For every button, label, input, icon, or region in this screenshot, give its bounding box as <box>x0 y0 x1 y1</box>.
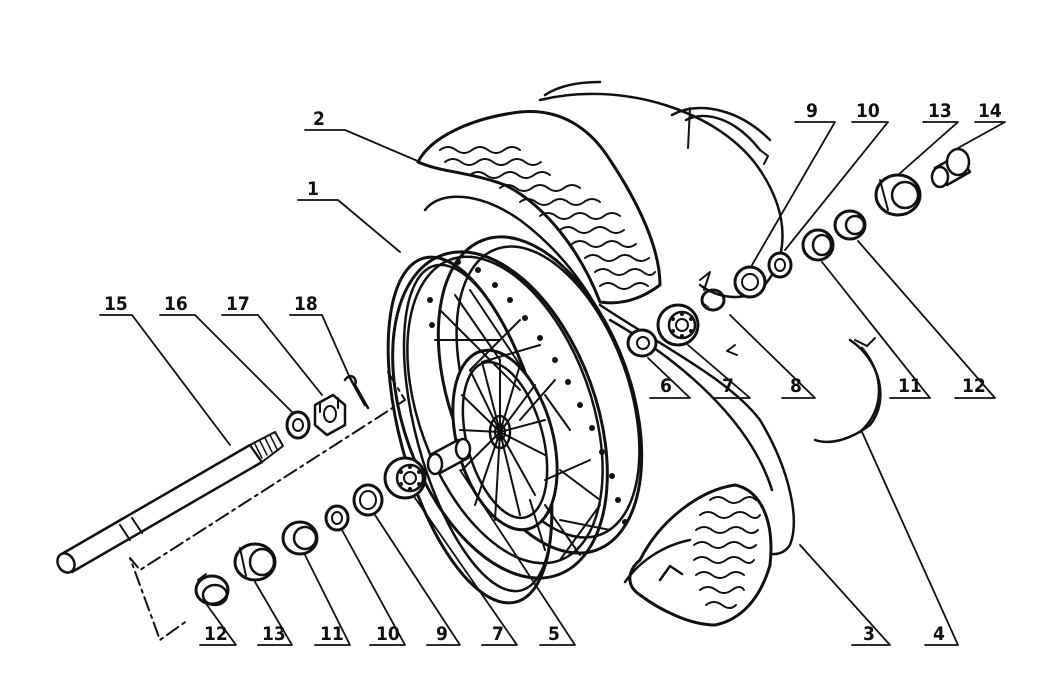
washer-left <box>324 504 350 532</box>
seal-right <box>801 228 835 262</box>
callout-11-left: 11 <box>320 623 344 645</box>
callout-18: 18 <box>294 293 318 315</box>
spacer-tube <box>426 437 472 476</box>
axle-washer <box>285 410 311 440</box>
callout-10-right: 10 <box>856 100 880 122</box>
tyre-bottom-section <box>623 483 773 627</box>
callout-11-right: 11 <box>898 375 922 397</box>
bearing-right <box>656 303 700 347</box>
callout-16: 16 <box>164 293 188 315</box>
callout-5: 5 <box>548 623 560 645</box>
callout-2: 2 <box>313 108 325 130</box>
callout-3: 3 <box>863 623 875 645</box>
axle <box>56 431 284 574</box>
callout-12-right: 12 <box>962 375 986 397</box>
rim-tape <box>670 106 882 444</box>
callout-12-left: 12 <box>204 623 228 645</box>
callout-4: 4 <box>933 623 945 645</box>
callout-15: 15 <box>104 293 128 315</box>
dust-cover-left <box>233 542 277 582</box>
callout-13-right: 13 <box>928 100 952 122</box>
axle-nut-left <box>194 573 230 607</box>
spacer-washer-right <box>733 265 767 299</box>
callout-leaders <box>99 121 1006 646</box>
callout-14: 14 <box>978 100 1002 122</box>
hub-and-spokes <box>434 289 611 561</box>
callout-9-right: 9 <box>806 100 818 122</box>
assembly-boundary <box>129 371 406 641</box>
callout-1: 1 <box>307 178 319 200</box>
washer-right <box>767 251 793 279</box>
callout-7-right: 7 <box>722 375 734 397</box>
axle-nut-right <box>833 209 867 241</box>
callout-8: 8 <box>790 375 802 397</box>
castle-nut <box>313 393 347 437</box>
washer-6 <box>626 328 658 358</box>
circlip <box>700 288 726 312</box>
callout-17: 17 <box>226 293 250 315</box>
cotter-pin <box>343 374 370 410</box>
dust-cover-right <box>874 173 922 217</box>
callout-labels: 1 2 3 4 5 6 7 7 8 9 9 10 10 11 11 12 12 … <box>104 100 1002 645</box>
seal-left <box>281 520 319 556</box>
tyre-top-section <box>416 109 662 327</box>
bearing-left <box>383 456 427 500</box>
callout-13-left: 13 <box>262 623 286 645</box>
spacer-washer-left <box>352 483 384 517</box>
callout-9-left: 9 <box>436 623 448 645</box>
callout-6: 6 <box>660 375 672 397</box>
callout-10-left: 10 <box>376 623 400 645</box>
end-spacer <box>930 147 972 189</box>
callout-7-left: 7 <box>492 623 504 645</box>
